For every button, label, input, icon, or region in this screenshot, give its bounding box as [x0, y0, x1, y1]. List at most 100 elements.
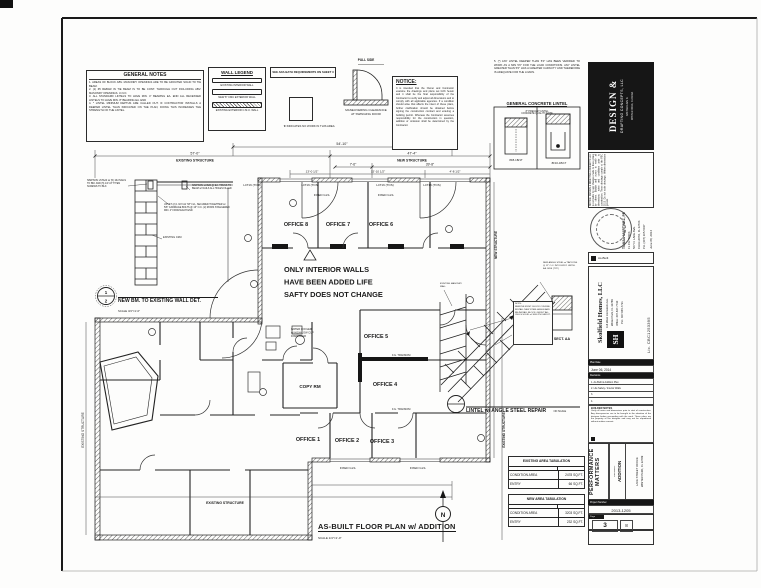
- design-stamp-sub: DRAFTING CONCEPTS, LLC: [620, 79, 624, 134]
- concrete-lintel-title: GENERAL CONCRETE LINTEL: [506, 101, 568, 107]
- north-label: N: [441, 512, 446, 519]
- room-office-1: OFFICE 1: [296, 437, 320, 443]
- room-office-8: OFFICE 8: [284, 222, 308, 228]
- warning-line-2: HAVE BEEN ADDED LIFE: [284, 278, 373, 287]
- dim-4: 4'-8 1/2": [450, 170, 461, 174]
- sect-aa-label: SECT. AA: [554, 337, 571, 341]
- sheet-number-section: Page 3 8: [588, 514, 654, 532]
- note-water-cooler-1: WATER COOLER: [291, 327, 312, 331]
- titleblock-empty-box: [588, 530, 654, 545]
- revision-4: 4.: [588, 398, 654, 405]
- north-arrow: N: [435, 490, 451, 542]
- marker-note: As-Built: [598, 256, 609, 260]
- dim-47-4: 47'-4": [407, 152, 417, 156]
- note-water-cooler-3: DISPENSER: [291, 334, 306, 338]
- design-stamp-addr1: 325 PARK AVE N.: [626, 96, 629, 116]
- wall-legend-title: WALL LEGEND: [221, 70, 253, 75]
- plan-date-label: Plan Date: [588, 360, 654, 365]
- label-new-structure-right: NEW STRUCTURE: [494, 231, 498, 259]
- notice-title: NOTICE:: [396, 79, 417, 85]
- concrete-lintel-subtitle: 8" PRECAST LINTEL CONCRETE QUALITY NOTE: [521, 109, 553, 116]
- engineer-seal: [590, 208, 632, 250]
- new-condition-value: 3203 SQ.FT.: [565, 511, 583, 515]
- client-line1: LAKE STREET OFFICE: [635, 457, 639, 486]
- builder-notes-section: BUILDER NOTES Verify all notes and dimen…: [588, 405, 654, 443]
- brand-name: PERFORMANCE MATTERS: [589, 444, 609, 499]
- legend-existing-cmu-wall-symbol: [212, 101, 262, 108]
- repair-detail-title: LINTEL w/ ANGLE STEEL REPAIR: [466, 408, 547, 414]
- repair-note: NOTE: REMOVE EXIST. BLOCK COURSE, INSTAL…: [513, 301, 553, 345]
- revision-rows: Plan Date June 06, 2014 Revisions 1. As-…: [588, 360, 654, 405]
- marker-row: As-Built: [588, 252, 654, 264]
- label-fixed-gls-2: FIXED GLS.: [378, 193, 395, 197]
- plan-title: AS-BUILT FLOOR PLAN w/ ADDITION: [318, 522, 456, 532]
- lintel-note-5: 5. (*) ANY LINTEL DEEPER THAN 5'0" HAS B…: [494, 60, 580, 74]
- label-l4t16-1: L4T16 (TOS): [243, 183, 260, 187]
- ada-note-box: SEE ADA BATH REQUIREMENTS ON SHEET 3: [270, 67, 336, 78]
- certification-box: NOTICE: DESIGN & DRAFTING CONCEPTS LLC i…: [588, 152, 654, 208]
- client-line2: WINTER PARK, FL 32789: [640, 455, 644, 488]
- notice-panel: NOTICE: It is intended that the Owner an…: [392, 76, 458, 150]
- label-existing-structure-top: EXISTING STRUCTURE: [176, 159, 214, 163]
- builder-notes-marker: [591, 437, 595, 441]
- wall-legend-panel: WALL LEGEND EXISTING INTERIOR WALL NEW 8…: [208, 67, 266, 131]
- beam-detail-callout: [95, 285, 117, 307]
- warning-line-1: ONLY INTERIOR WALLS: [284, 265, 369, 274]
- legend-existing-interior-wall-symbol: [212, 77, 262, 83]
- design-stamp-addr2: WINTER PARK, FLORIDA: [631, 91, 634, 121]
- no-work-note: ★ INDICATES NO WORK IN THIS AREA: [283, 124, 335, 128]
- sheet-of: 8: [620, 519, 633, 532]
- label-l4t16-4: L4T16 (TOS): [423, 183, 440, 187]
- existing-area-table: EXISTING AREA TABULATION CONDITION AREA …: [508, 456, 585, 489]
- new-condition-label: CONDITION AREA: [509, 509, 559, 517]
- engineer-line3: CHULUOTA, FL 32766: [637, 220, 641, 249]
- builder-logo: SH: [607, 331, 624, 348]
- room-office-7: OFFICE 7: [326, 222, 350, 228]
- project-number-section: Project Number 2013-1205: [588, 500, 654, 514]
- beam-callout-num: 1: [105, 290, 108, 295]
- repair-title-callout: [447, 395, 465, 413]
- project-number: 2013-1205: [588, 505, 654, 514]
- builder-notes-body: Verify all notes and dimensions prior to…: [591, 410, 651, 423]
- builder-license: Lic. CBC1253395: [646, 317, 651, 353]
- beam-detail-title: NEW BM. TO EXISTING WALL DET.: [118, 298, 201, 304]
- label-existing-structure-bottom: EXISTING STRUCTURE: [206, 501, 244, 505]
- lintel-fig2-label: 8F16-1B/1T: [551, 161, 567, 165]
- beam-note-existing-cmu: EXISTING CMU: [163, 236, 182, 239]
- revisions-label: Revisions: [588, 373, 654, 378]
- revision-1: 1. As-Built & Addition Plan: [588, 378, 654, 385]
- existing-condition-label: CONDITION AREA: [509, 471, 559, 479]
- general-notes-title: GENERAL NOTES: [89, 72, 201, 80]
- engineer-line2: 567 N. LAKE AVE.: [632, 226, 636, 249]
- legend-existing-interior-wall-label: EXISTING INTERIOR WALL: [220, 83, 254, 87]
- general-notes-body: 1. AREAS OF BLOCK ABV. MASONRY OPENINGS …: [89, 81, 201, 112]
- dim-54-10: 54'-10": [336, 142, 348, 146]
- dim-57-0: 57'-0": [190, 152, 200, 156]
- builder-name: Skolfield Homes, LLC: [597, 282, 604, 344]
- lintel-fig1-label: 8F8-1B/1T: [509, 158, 523, 162]
- beam-callout-den: 2: [105, 299, 108, 304]
- new-area-table: NEW AREA TABULATION CONDITION AREA 3203 …: [508, 494, 585, 527]
- door-clearance-caption: MANEUVERING CLEARANCE AT SWINGING DOOR: [345, 108, 387, 116]
- page-label: Page: [589, 515, 604, 519]
- room-office-3: OFFICE 3: [370, 439, 394, 445]
- dim-39-8: 39'-8": [426, 163, 435, 167]
- existing-entry-label: ENTRY: [509, 479, 559, 488]
- note-transom-1: F.G. TRANSOM: [392, 353, 410, 357]
- legend-new-cmu-wall-label: NEW 8" CMU EXTERIOR WALL: [218, 96, 256, 99]
- dim-15: 15'-10 1/2": [371, 170, 385, 174]
- legend-existing-cmu-wall-label: EXISTING EXTERIOR C.M.U. WALL: [215, 108, 259, 112]
- project-type-label: Plan Name:: [613, 465, 616, 478]
- dim-13: 13'-0 1/2": [306, 170, 319, 174]
- dim-7-6: 7'-6": [350, 163, 357, 167]
- plan-date-value: June 06, 2014: [588, 365, 654, 373]
- room-office-5: OFFICE 5: [364, 334, 388, 340]
- sheet-number: 3: [592, 519, 618, 532]
- new-area-table-title: NEW AREA TABULATION: [509, 495, 584, 505]
- existing-condition-value: 2478 SQ.FT.: [565, 473, 583, 477]
- engineer-line4: PH. (407) 365-5037: [642, 224, 646, 249]
- repair-note-b: EXISTING MASONRY WALL: [440, 283, 462, 288]
- beam-note-1: SIMPSON LSTA24 w/ (5) 16d NAILS TO BM. A…: [87, 179, 127, 188]
- note-water-cooler-2: w/ HIGH-LOW CUP: [291, 331, 314, 335]
